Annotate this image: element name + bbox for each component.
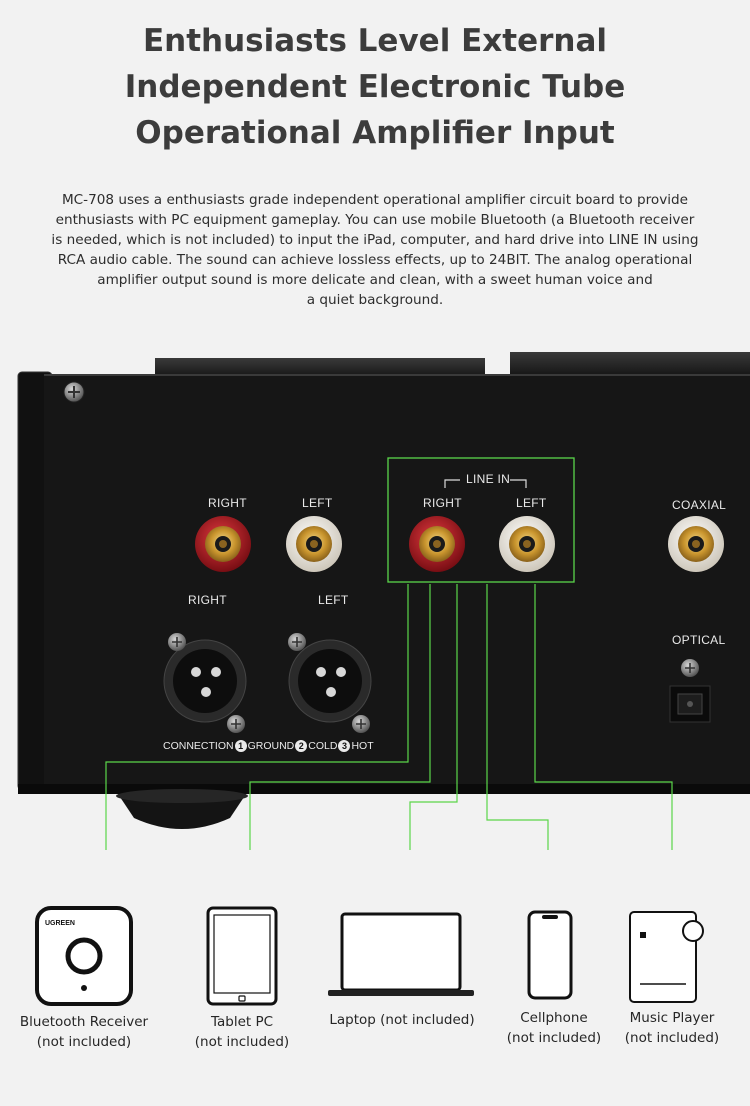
music-player-icon — [629, 911, 704, 1003]
bluetooth-receiver-icon: UGREEN — [35, 906, 133, 1006]
coaxial-label: COAXIAL — [672, 498, 727, 512]
device-label-cellphone: Cellphone (not included) — [506, 1010, 602, 1046]
ugreen-logo: UGREEN — [45, 920, 75, 927]
xlr-left-label: LEFT — [318, 593, 349, 607]
device-label-laptop: Laptop (not included) — [329, 1012, 475, 1028]
screw-icon — [63, 381, 85, 403]
pin-1-badge: 1 — [234, 740, 247, 752]
description: MC-708 uses a enthusiasts grade independ… — [30, 190, 720, 310]
hot-label: HOT — [351, 740, 374, 752]
title-line-3: Operational Amplifier Input — [135, 115, 615, 151]
line-in-rca-red-icon — [409, 516, 465, 572]
amplifier-panel-graphic — [17, 352, 750, 850]
description-line-5: amplifier output sound is more delicate … — [97, 272, 653, 288]
line-in-left-label: LEFT — [516, 496, 547, 510]
connection-label: CONNECTION — [163, 740, 234, 752]
laptop-icon — [328, 912, 474, 996]
tablet-icon — [206, 906, 278, 1006]
description-line-3: is needed, which is not included) to inp… — [51, 232, 699, 248]
page-title: Enthusiasts Level External Independent E… — [0, 18, 750, 156]
description-line-2: enthusiasts with PC equipment gameplay. … — [55, 212, 695, 228]
devices-graphic: UGREEN — [35, 906, 704, 1006]
xlr-connector-left-icon — [288, 633, 372, 733]
optical-port-icon — [669, 659, 711, 723]
optical-label: OPTICAL — [672, 633, 726, 647]
line-in-highlight — [387, 457, 575, 583]
xlr-connector-right-icon — [163, 633, 247, 733]
description-line-6: a quiet background. — [306, 292, 444, 308]
pin-3-badge: 3 — [338, 740, 351, 752]
device-label-bluetooth-receiver: Bluetooth Receiver (not included) — [19, 1014, 149, 1050]
connection-wires — [105, 584, 673, 850]
line-in-right-label: RIGHT — [423, 496, 462, 510]
description-line-1: MC-708 uses a enthusiasts grade independ… — [61, 192, 689, 208]
rca-right-label: RIGHT — [208, 496, 247, 510]
cellphone-icon — [527, 910, 573, 1000]
line-in-label: LINE IN — [466, 472, 511, 486]
rca-jack-white-icon — [286, 516, 342, 572]
device-label-tablet-pc: Tablet PC (not included) — [194, 1014, 290, 1050]
foot — [118, 794, 246, 829]
line-in-rca-white-icon — [499, 516, 555, 572]
title-line-1: Enthusiasts Level External — [142, 23, 608, 59]
xlr-right-label: RIGHT — [188, 593, 227, 607]
ground-label: GROUND — [247, 740, 295, 752]
amplifier-rear-panel: RIGHT LEFT LINE IN RIGHT LEFT COAXIAL RI… — [0, 350, 750, 850]
pin-2-badge: 2 — [295, 740, 308, 752]
cold-label: COLD — [308, 740, 338, 752]
coaxial-jack-icon — [668, 516, 724, 572]
description-line-4: RCA audio cable. The sound can achieve l… — [57, 252, 693, 268]
title-line-2: Independent Electronic Tube — [124, 69, 626, 105]
device-label-music-player: Music Player (not included) — [624, 1010, 720, 1046]
source-devices: UGREEN Bluetooth Receiver (not included) — [0, 900, 750, 1100]
rca-jack-red-icon — [195, 516, 251, 572]
rca-left-label: LEFT — [302, 496, 333, 510]
